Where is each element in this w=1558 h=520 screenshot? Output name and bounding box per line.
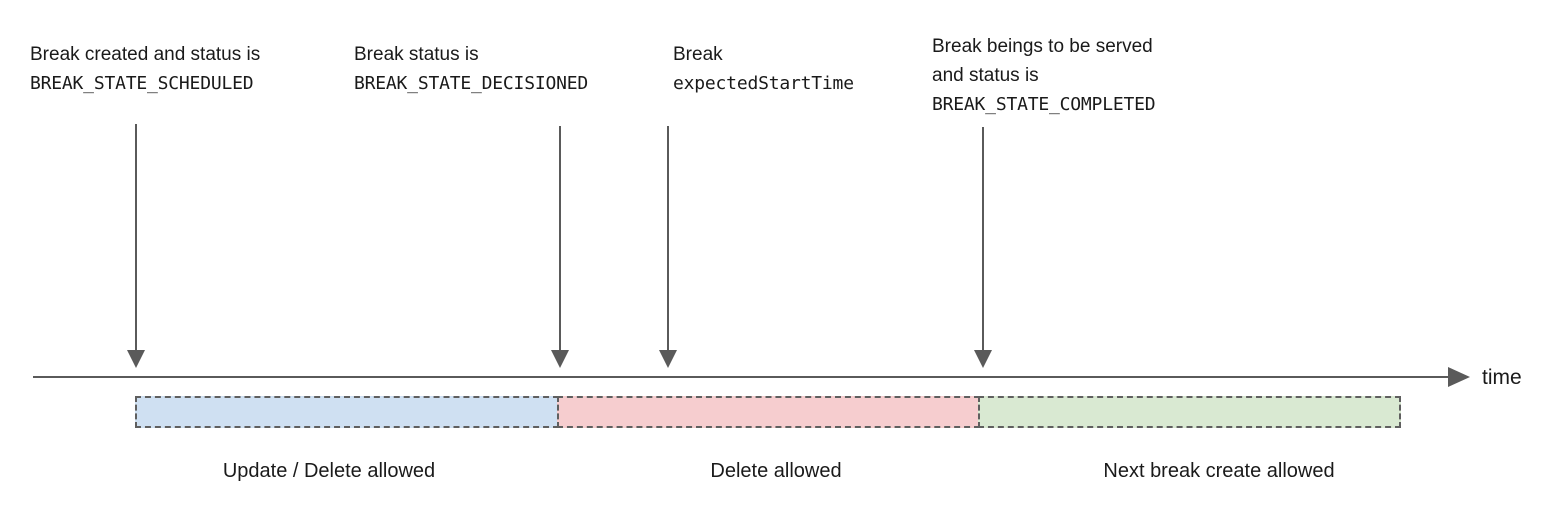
marker-completed — [974, 127, 992, 368]
annotation-scheduled-line-2: BREAK_STATE_SCHEDULED — [30, 73, 254, 94]
marker-completed-arrowhead — [974, 350, 992, 368]
annotation-completed-line-1: Break beings to be served — [932, 36, 1153, 57]
annotation-decisioned-line-1: Break status is — [354, 44, 479, 65]
marker-decisioned — [551, 126, 569, 368]
annotation-completed-line-2: and status is — [932, 65, 1039, 86]
segment-next-break — [978, 396, 1401, 428]
segment-update-delete-caption: Update / Delete allowed — [222, 460, 436, 482]
marker-expected-start — [659, 126, 677, 368]
annotation-decisioned: Break status is BREAK_STATE_DECISIONED — [354, 40, 588, 98]
annotation-expected-start-line-2: expectedStartTime — [673, 73, 854, 94]
segment-next-break-caption: Next break create allowed — [1103, 460, 1335, 482]
marker-scheduled — [127, 124, 145, 368]
annotation-scheduled-line-1: Break created and status is — [30, 44, 261, 65]
time-axis — [33, 367, 1470, 387]
annotation-decisioned-line-2: BREAK_STATE_DECISIONED — [354, 73, 589, 94]
time-axis-label: time — [1482, 366, 1522, 389]
marker-scheduled-arrowhead — [127, 350, 145, 368]
annotation-expected-start: Break expectedStartTime — [673, 40, 854, 98]
annotation-expected-start-line-1: Break — [673, 44, 723, 65]
time-axis-arrowhead — [1448, 367, 1470, 387]
segment-delete — [557, 396, 980, 428]
marker-decisioned-arrowhead — [551, 350, 569, 368]
annotation-completed-line-3: BREAK_STATE_COMPLETED — [932, 94, 1156, 115]
annotation-completed: Break beings to be served and status is BR… — [932, 32, 1156, 119]
marker-expected-start-arrowhead — [659, 350, 677, 368]
segment-update-delete — [135, 396, 559, 428]
segment-delete-caption: Delete allowed — [710, 460, 842, 482]
annotation-scheduled: Break created and status is BREAK_STATE_S… — [30, 40, 260, 98]
phase-bar — [135, 396, 1401, 428]
